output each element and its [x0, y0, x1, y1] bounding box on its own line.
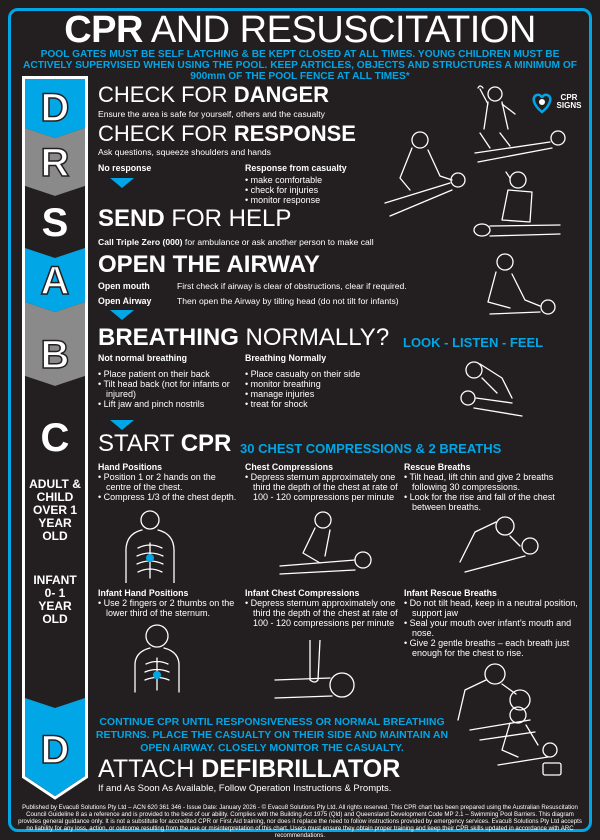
strip-letter-c: C: [40, 416, 70, 460]
infant-rescue-breaths: Infant Rescue Breaths • Do not tilt head…: [404, 588, 578, 658]
list-item: • monitor response: [245, 195, 321, 205]
list-item: • treat for shock: [245, 399, 308, 409]
defib-heading: ATTACH DEFIBRILLATOR: [98, 755, 401, 783]
cpr-heading: START CPR: [98, 430, 232, 457]
list-item: • Tilt head back (not for infants or inj…: [98, 379, 230, 399]
not-breathing-label: Not normal breathing: [98, 353, 187, 363]
list-item: • Place patient on their back: [98, 369, 210, 379]
infant-hand-positions: Infant Hand Positions • Use 2 fingers or…: [98, 588, 235, 618]
strip-letter-r: R: [40, 141, 70, 185]
response-illustration: [384, 131, 466, 217]
fine-print: Published by Evacu8 Solutions Pty Ltd – …: [18, 804, 582, 839]
strip-letter-d: D: [40, 86, 70, 130]
pool-notice: POOL GATES MUST BE SELF LATCHING & BE KE…: [23, 49, 577, 82]
strip-letter-a: A: [40, 259, 70, 303]
response-text: Ask questions, squeeze shoulders and han…: [98, 147, 271, 157]
poster-title: CPR AND RESUSCITATION: [64, 9, 536, 51]
strip-letter-b: B: [40, 333, 70, 377]
infant-rescue-breath-illustration: [457, 663, 536, 741]
danger-illustration: [477, 85, 516, 130]
arrow-down-icon: [110, 420, 134, 430]
list-item: • monitor breathing: [245, 379, 321, 389]
response-yes-label: Response from casualty: [245, 163, 347, 173]
strip-letter-d2: D: [40, 728, 70, 772]
danger-text: Ensure the area is safe for yourself, ot…: [98, 109, 325, 119]
airway-text: First check if airway is clear of obstru…: [177, 281, 407, 291]
response-illustration-2: [474, 130, 566, 163]
strip-letter-s: S: [41, 201, 69, 245]
adult-torso-diagram: [125, 510, 175, 583]
look-listen-feel: LOOK - LISTEN - FEEL: [403, 335, 544, 350]
defib-text: If and As Soon As Available, Follow Oper…: [98, 783, 392, 794]
response-yes-list: • make comfortable • check for injuries …: [245, 175, 322, 205]
list-item: • check for injuries: [245, 185, 319, 195]
continue-cpr-notice: CONTINUE CPR UNTIL RESPONSIVENESS OR NOR…: [95, 716, 449, 754]
list-item: • Lift jaw and pinch nostrils: [98, 399, 205, 409]
airway-text: Then open the Airway by tilting head (do…: [177, 296, 399, 306]
danger-heading: CHECK FOR DANGER: [98, 82, 330, 107]
infant-torso-diagram: [134, 624, 180, 693]
cpr-signs-logo: CPR SIGNS: [530, 90, 586, 118]
response-heading: CHECK FOR RESPONSE: [98, 121, 356, 146]
rescue-breath-illustration: [459, 516, 539, 573]
help-text: Call Triple Zero (000) for ambulance or …: [98, 237, 374, 247]
defibrillator-illustration: [497, 706, 562, 776]
drsabcd-strip: [22, 76, 88, 800]
breathing-normally-label: Breathing Normally: [245, 353, 327, 363]
breathing-normally-list: • Place casualty on their side • monitor…: [245, 369, 360, 409]
infant-chest-compressions: Infant Chest Compressions • Depress ster…: [245, 588, 398, 628]
cpr-ratio: 30 CHEST COMPRESSIONS & 2 BREATHS: [240, 441, 502, 456]
airway-heading: OPEN THE AIRWAY: [98, 251, 320, 278]
list-item: • Place casualty on their side: [245, 369, 361, 379]
breathing-illustration: [460, 361, 523, 417]
airway-illustration: [487, 253, 556, 315]
infant-age-label: INFANT 0- 1 YEAR OLD: [33, 573, 77, 626]
list-item: • make comfortable: [245, 175, 323, 185]
arrow-down-icon: [110, 178, 134, 188]
not-breathing-list: • Place patient on their back • Tilt hea…: [98, 369, 246, 409]
chest-compressions: Chest Compressions • Depress sternum app…: [245, 462, 398, 502]
arrow-down-icon: [110, 310, 134, 320]
chest-compression-illustration: [279, 511, 372, 575]
help-heading: SEND FOR HELP: [98, 205, 292, 232]
no-response-label: No response: [98, 163, 152, 173]
heart-logo-icon: [532, 93, 552, 114]
adult-age-label: ADULT & CHILD OVER 1 YEAR OLD: [29, 477, 81, 543]
infant-compression-illustration: [274, 640, 355, 699]
rescue-breaths: Rescue Breaths • Tilt head, lift chin an…: [404, 462, 555, 512]
poster-border: [8, 8, 592, 832]
airway-label: Open Airway: [98, 296, 152, 306]
phone-call-illustration: [473, 171, 561, 237]
breathing-heading: BREATHING NORMALLY?: [98, 324, 390, 351]
hand-positions: Hand Positions • Position 1 or 2 hands o…: [98, 462, 237, 502]
airway-label: Open mouth: [98, 281, 150, 291]
list-item: • manage injuries: [245, 389, 315, 399]
